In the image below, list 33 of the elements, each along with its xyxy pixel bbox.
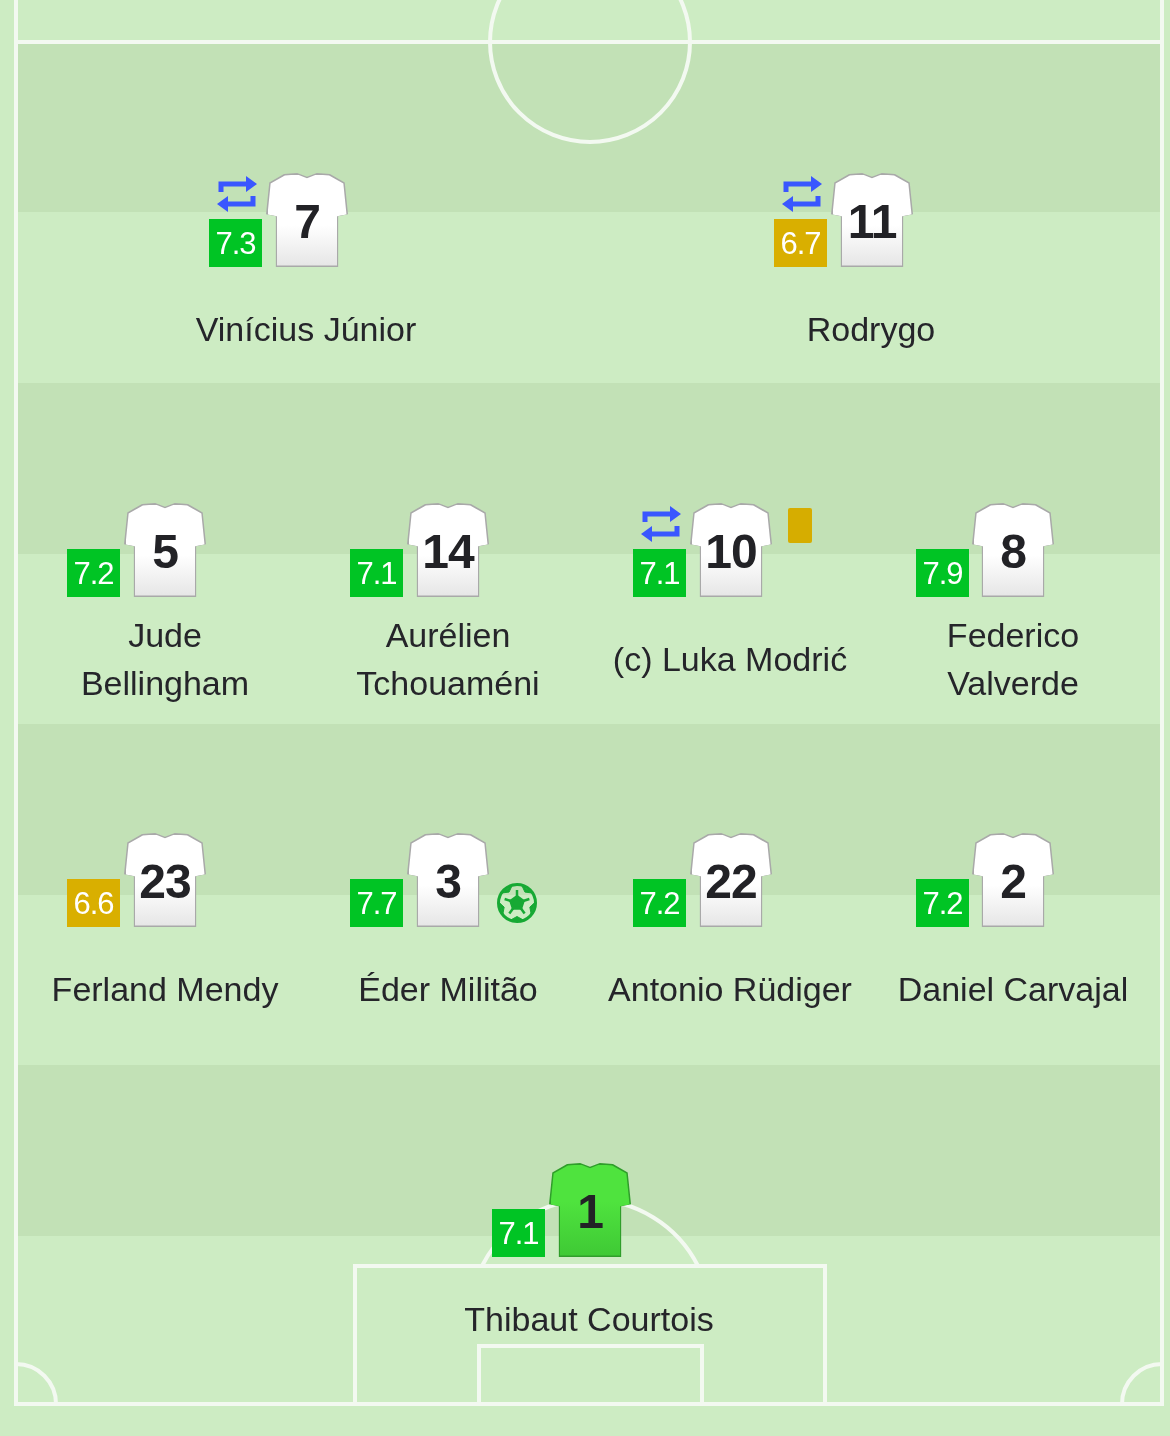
player-name: Daniel Carvajal [897, 969, 1129, 1010]
player-name: (c) Luka Modrić [612, 639, 848, 680]
rating-badge: 7.2 [633, 879, 686, 927]
jersey-number: 2 [1000, 858, 1026, 906]
jersey-number: 1 [577, 1188, 603, 1236]
rating-badge: 7.1 [633, 549, 686, 597]
player-name: Vinícius Júnior [195, 309, 417, 350]
jersey-number: 8 [1000, 528, 1026, 576]
player-name: Rodrygo [806, 309, 936, 350]
jersey-number: 3 [435, 858, 461, 906]
jersey-number: 7 [294, 198, 320, 246]
player-name: Ferland Mendy [51, 969, 279, 1010]
rating-badge: 7.3 [209, 219, 262, 267]
jersey-number: 5 [152, 528, 178, 576]
jersey-number: 14 [422, 528, 474, 576]
jersey-number: 23 [139, 858, 191, 906]
rating-badge: 7.1 [492, 1209, 545, 1257]
player-name: Antonio Rüdiger [608, 969, 852, 1010]
rating-badge: 7.1 [350, 549, 403, 597]
player-name: Thibaut Courtois [464, 1299, 714, 1340]
rating-badge: 6.6 [67, 879, 120, 927]
jersey-number: 11 [847, 198, 897, 246]
jersey-number: 22 [705, 858, 757, 906]
rating-badge: 7.9 [916, 549, 969, 597]
player-name: Jude Bellingham [80, 615, 250, 704]
jersey-number: 10 [705, 528, 757, 576]
rating-badge: 7.2 [916, 879, 969, 927]
player-name: Federico Valverde [946, 615, 1080, 704]
rating-badge: 6.7 [774, 219, 827, 267]
rating-badge: 7.2 [67, 549, 120, 597]
rating-badge: 7.7 [350, 879, 403, 927]
player-name: Aurélien Tchouaméni [356, 615, 540, 704]
player-name: Éder Militão [358, 969, 538, 1010]
